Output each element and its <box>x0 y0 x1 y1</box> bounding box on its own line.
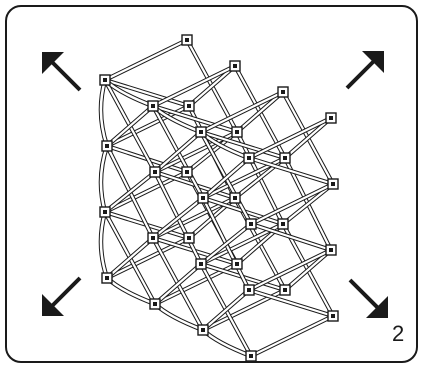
arrow-up-right-icon <box>345 51 384 90</box>
instruction-panel <box>5 5 418 363</box>
scissor-frame <box>98 34 339 362</box>
arrow-down-left-icon <box>42 276 82 316</box>
step-number: 2 <box>392 321 405 346</box>
arrow-up-left-icon <box>42 52 82 92</box>
arrow-down-right-icon <box>348 278 388 318</box>
